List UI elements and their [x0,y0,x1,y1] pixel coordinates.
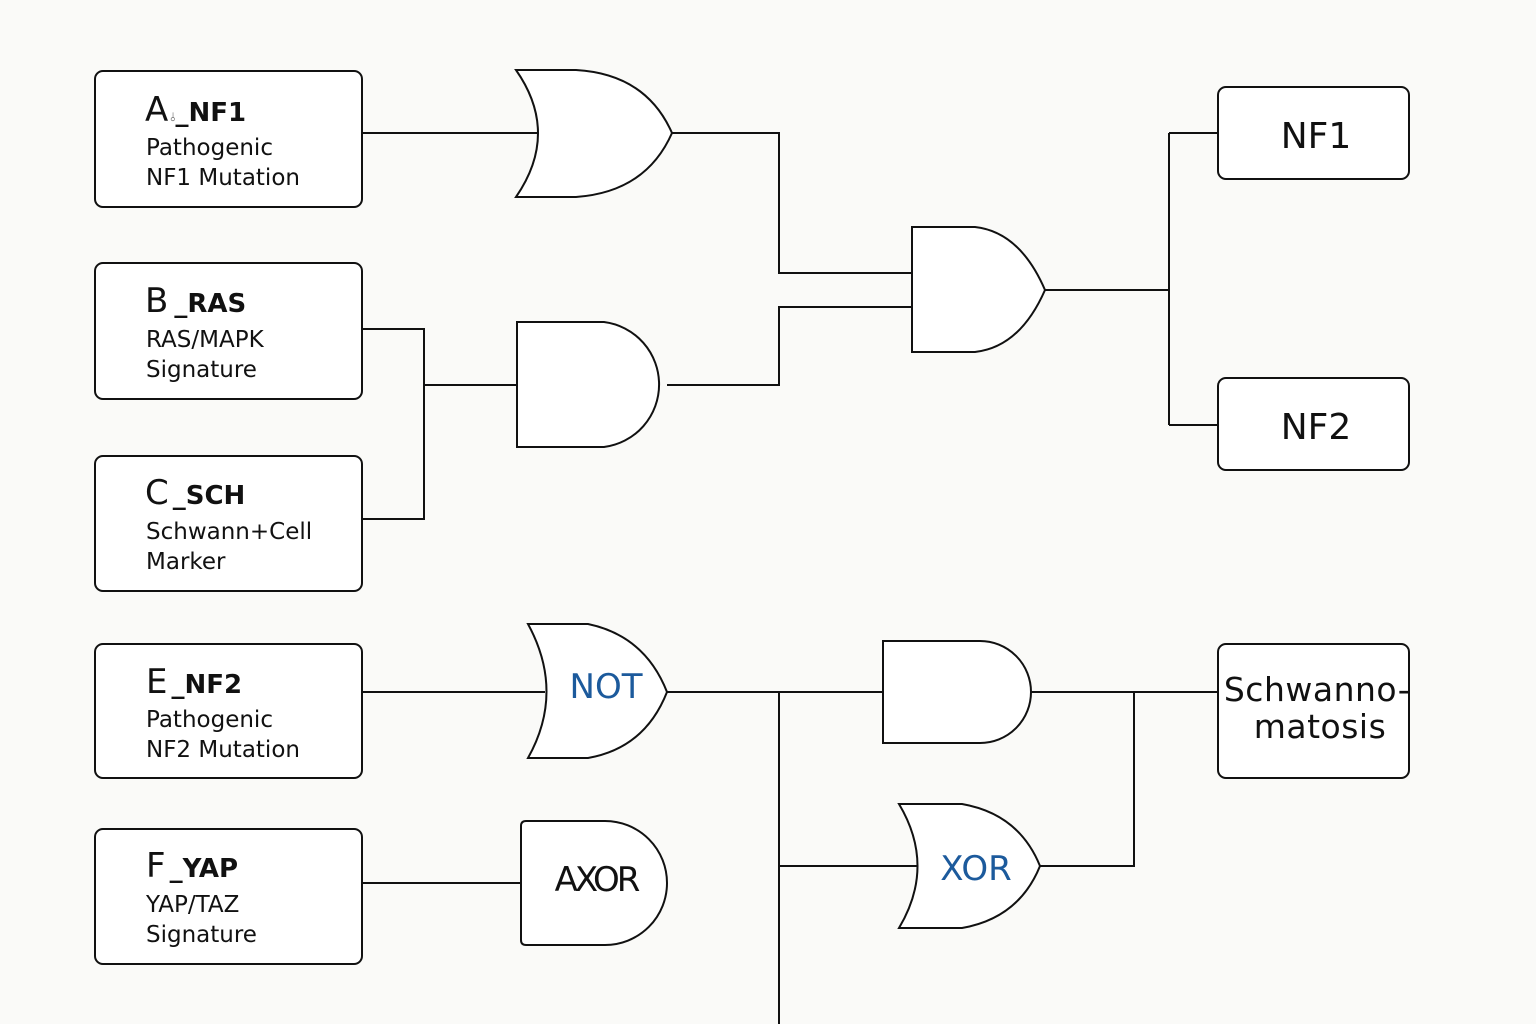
input-e-desc-line2: NF2 Mutation [146,737,300,763]
axor-gate: AXOR [520,820,668,946]
input-e-desc-line1: Pathogenic [146,707,273,733]
input-b-letter: B [145,281,168,321]
input-e-letter: E [146,662,167,702]
input-f-desc-line2: Signature [146,922,257,948]
input-a-letter: A [145,90,168,130]
wire-and-to-outputs [1045,132,1218,426]
input-a-mark: ⫰ [170,110,175,124]
svg-text:F_YAP: F_YAP [146,846,238,886]
input-c-desc-line2: Marker [146,549,226,575]
svg-text:C_SCH: C_SCH [145,473,245,513]
output-box-nf1: NF1 [1217,86,1410,180]
svg-text:B_RAS: B_RAS [145,281,246,321]
output-box-schwannomatosis: Schwanno- matosis [1217,643,1410,779]
and-gate-bc [516,321,661,448]
axor-gate-label: AXOR [555,860,640,900]
input-a-desc-line2: NF1 Mutation [146,165,300,191]
input-c-code: _SCH [173,481,246,511]
wire-or-to-and-top [671,132,912,274]
xor-gate: XOR [897,803,1042,929]
and-gate-bottom [882,640,1032,744]
input-c-desc-line1: Schwann+Cell [146,519,312,545]
xor-gate-label: XOR [940,849,1012,889]
input-box-e: E_NF2 Pathogenic NF2 Mutation [94,643,363,779]
wires [362,132,1218,1024]
and-gate-top [911,226,1047,353]
output-schwannomatosis-line2: matosis [1254,707,1387,746]
input-b-desc-line1: RAS/MAPK [146,327,265,353]
input-f-desc-line1: YAP/TAZ [145,892,239,918]
not-gate: NOT [526,623,669,759]
input-box-f: F_YAP YAP/TAZ Signature [94,828,363,965]
input-f-letter: F [146,846,166,886]
output-nf2-label: NF2 [1281,407,1352,448]
output-schwannomatosis-line1: Schwanno- [1224,670,1410,709]
not-gate-label: NOT [570,667,643,707]
input-f-code: _YAP [170,854,239,884]
input-box-b: B_RAS RAS/MAPK Signature [94,262,363,400]
input-box-c: C_SCH Schwann+Cell Marker [94,455,363,592]
svg-text:E_NF2: E_NF2 [146,662,242,702]
svg-text:A⫰_NF1: A⫰_NF1 [145,90,246,130]
output-nf1-label: NF1 [1281,116,1352,157]
input-b-desc-line2: Signature [146,357,257,383]
input-b-code: _RAS [174,289,246,319]
input-box-a: A⫰_NF1 Pathogenic NF1 Mutation [94,70,363,208]
input-e-code: _NF2 [171,670,242,700]
input-a-code: _NF1 [176,98,247,128]
wire-xor-to-junction [1040,692,1135,867]
wire-b-to-and [362,328,425,520]
input-c-letter: C [145,473,169,513]
input-a-desc-line1: Pathogenic [146,135,273,161]
output-box-nf2: NF2 [1217,377,1410,471]
or-gate [514,69,674,198]
wire-and-to-and-top [667,306,912,386]
